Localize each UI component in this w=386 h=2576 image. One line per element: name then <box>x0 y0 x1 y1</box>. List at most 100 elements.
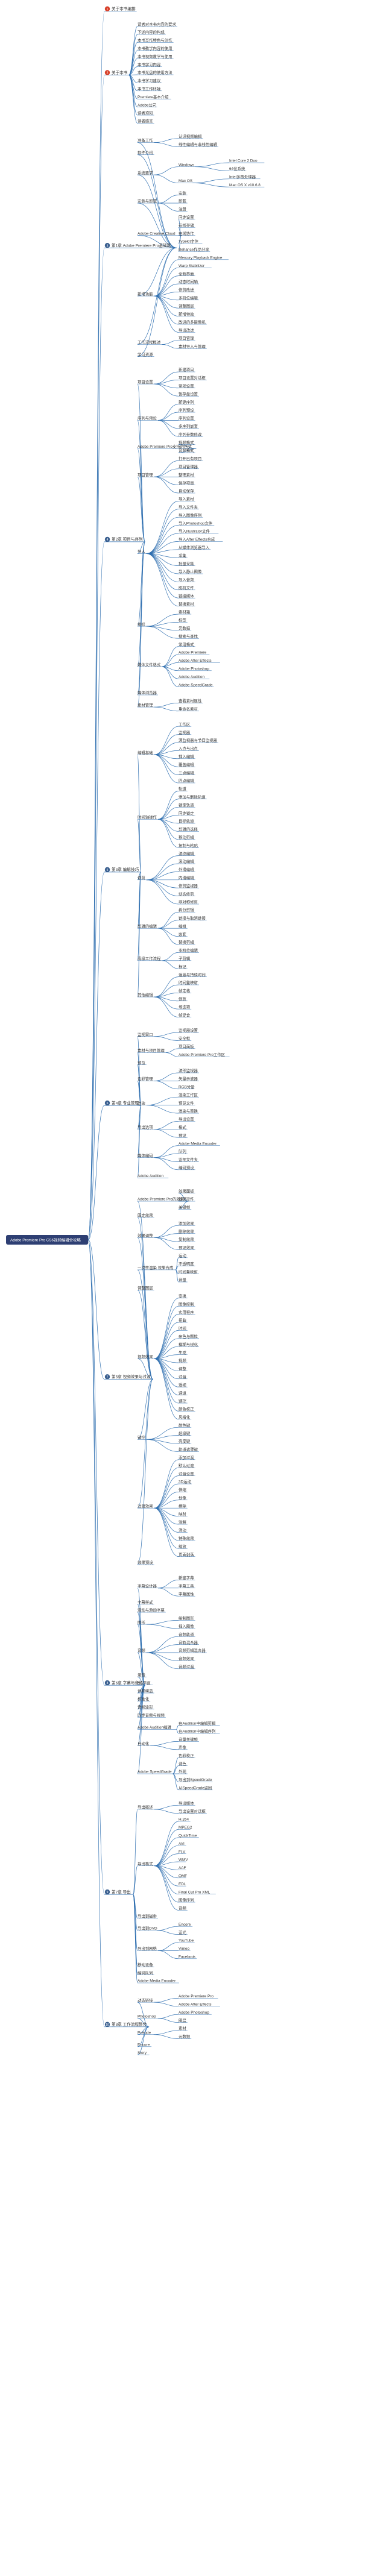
topic-node[interactable]: 多机位编辑 <box>179 295 198 301</box>
topic-node[interactable]: 学习资源 <box>138 351 153 357</box>
topic-node[interactable]: Adobe Photoshop <box>179 667 209 671</box>
topic-node[interactable]: 变换 <box>179 1293 186 1299</box>
topic-node[interactable]: 外观 <box>179 1769 186 1774</box>
topic-node[interactable]: Adobe Creative Cloud <box>138 231 176 236</box>
branch-title[interactable]: 第5章 视频效果与过渡 <box>112 1374 151 1380</box>
branch-title[interactable]: 第2章 项目与序列 <box>112 536 143 542</box>
topic-node[interactable]: WMV <box>179 1858 188 1862</box>
topic-node[interactable]: 音轨混合器 <box>179 1639 198 1645</box>
topic-node[interactable]: RGB分量 <box>179 1084 195 1090</box>
topic-node[interactable]: 音频增益 <box>138 1688 153 1694</box>
topic-node[interactable]: 添加效果 <box>179 1220 194 1226</box>
topic-node[interactable]: 关键帧 <box>179 1204 191 1210</box>
topic-node[interactable]: 暂存盘设置 <box>179 391 198 397</box>
topic-node[interactable]: 编码预设 <box>179 1165 194 1170</box>
topic-node[interactable]: 锁定轨道 <box>179 802 194 808</box>
topic-node[interactable]: 导出到网络 <box>138 1946 157 1951</box>
topic-node[interactable]: Typekit字体 <box>179 239 199 244</box>
topic-node[interactable]: 渲染 <box>138 1100 145 1105</box>
topic-node[interactable]: 调整图层 <box>138 1285 153 1290</box>
topic-node[interactable]: 新增特效 <box>179 311 194 316</box>
topic-node[interactable]: 预设 <box>179 1132 186 1138</box>
topic-node[interactable]: 项目设置对话框 <box>179 375 206 380</box>
topic-node[interactable]: 视频 <box>179 1358 186 1363</box>
topic-node[interactable]: 键控 <box>138 1434 145 1440</box>
topic-node[interactable]: 批量采集 <box>179 561 194 566</box>
topic-node[interactable]: 复制与粘贴 <box>179 843 198 848</box>
topic-node[interactable]: 四点编辑 <box>179 778 194 784</box>
topic-node[interactable]: 入点与出点 <box>179 746 198 751</box>
topic-node[interactable]: 导入文件夹 <box>179 504 198 510</box>
topic-node[interactable]: 导入图像序列 <box>179 512 201 518</box>
topic-node[interactable]: 过渡效果 <box>138 1503 153 1509</box>
topic-node[interactable]: 音频剪辑混合器 <box>179 1648 206 1653</box>
topic-node[interactable]: 项目管理 <box>138 472 153 477</box>
topic-node[interactable]: 渲染工作区 <box>179 1092 198 1098</box>
topic-node[interactable]: 重命名素材 <box>179 706 198 712</box>
topic-node[interactable]: 声像 <box>179 1745 186 1750</box>
topic-node[interactable]: 项目设置 <box>138 379 153 385</box>
topic-node[interactable]: 滚动编辑 <box>179 859 194 864</box>
topic-node[interactable]: FLV <box>179 1850 186 1854</box>
topic-node[interactable]: 效果预设 <box>138 1560 153 1565</box>
topic-node[interactable]: 预览文件 <box>179 1100 194 1105</box>
topic-node[interactable]: 导出设置对话框 <box>179 1808 206 1814</box>
topic-node[interactable]: 导入素材 <box>179 496 194 501</box>
topic-node[interactable]: 内滑编辑 <box>179 875 194 881</box>
topic-node[interactable]: 字幕属性 <box>179 1591 194 1597</box>
topic-node[interactable]: 系统要求 <box>138 170 153 175</box>
topic-node[interactable]: 3D运动 <box>179 1480 192 1484</box>
topic-node[interactable]: 固定效果 <box>138 1213 153 1218</box>
topic-node[interactable]: 帧混合 <box>179 1012 191 1017</box>
topic-node[interactable]: Encore <box>179 1923 191 1927</box>
topic-node[interactable]: 映射 <box>179 1511 186 1516</box>
topic-node[interactable]: 效果面板 <box>179 1188 194 1193</box>
topic-node[interactable]: 项目面板 <box>179 1044 194 1049</box>
branch-title[interactable]: 第6章 字幕与音频 <box>112 1680 143 1685</box>
topic-node[interactable]: 效果调整 <box>138 1233 153 1238</box>
topic-node[interactable]: 素材管理 <box>138 702 153 708</box>
topic-node[interactable]: 剪辑的选择 <box>179 826 198 832</box>
topic-node[interactable]: 安装 <box>179 190 186 195</box>
topic-node[interactable]: 调整图层 <box>179 303 194 309</box>
topic-node[interactable]: 同步音频与视频 <box>138 1712 165 1718</box>
topic-node[interactable]: 音频过渡 <box>179 1664 194 1670</box>
branch-title[interactable]: 第3章 编辑技巧 <box>112 867 139 872</box>
topic-node[interactable]: 软件介绍 <box>138 149 153 155</box>
topic-node[interactable]: 导出概述 <box>138 1805 153 1810</box>
topic-node[interactable]: 预览 <box>138 1060 145 1065</box>
topic-node[interactable]: 序列设置 <box>179 415 194 421</box>
topic-node[interactable]: 伸缩 <box>179 1487 186 1492</box>
topic-node[interactable]: 外滑编辑 <box>179 867 194 872</box>
topic-node[interactable]: 全新界面 <box>179 271 194 276</box>
topic-node[interactable]: 项目管理器 <box>179 464 198 470</box>
topic-node[interactable]: 字幕工具 <box>179 1583 194 1589</box>
topic-node[interactable]: 64位系统 <box>229 166 245 171</box>
topic-node[interactable]: 本书学习建议 <box>138 78 161 83</box>
topic-node[interactable]: Vimeo <box>179 1947 189 1951</box>
topic-node[interactable]: 新增功能 <box>138 291 153 297</box>
topic-node[interactable]: 在Audition中编辑序列 <box>179 1729 215 1734</box>
branch-title[interactable]: 关于本书 <box>112 70 128 75</box>
topic-node[interactable]: 时间 <box>179 1325 186 1331</box>
topic-node[interactable]: 图形 <box>138 1620 145 1625</box>
topic-node[interactable]: 打开已有项目 <box>179 456 201 461</box>
topic-node[interactable]: 过渡 <box>179 1374 186 1380</box>
topic-node[interactable]: 目标轨道 <box>179 818 194 824</box>
topic-node[interactable]: Intel Core 2 Duo <box>229 159 258 163</box>
topic-node[interactable]: 安装与卸载 <box>138 198 157 204</box>
topic-node[interactable]: 添加过渡 <box>179 1455 194 1460</box>
topic-node[interactable]: 不透明度 <box>179 1261 194 1266</box>
topic-node[interactable]: 新建项目 <box>179 367 194 372</box>
topic-node[interactable]: Final Cut Pro XML <box>179 1890 210 1894</box>
topic-node[interactable]: 波形监视器 <box>179 1068 198 1073</box>
topic-node[interactable]: H.264 <box>179 1818 189 1822</box>
topic-node[interactable]: 嵌套 <box>179 931 186 937</box>
topic-node[interactable]: 效果控件 <box>179 1196 194 1202</box>
topic-node[interactable]: 标记 <box>179 964 186 969</box>
topic-node[interactable]: 在线协作 <box>179 230 194 236</box>
topic-node[interactable]: 绘制图形 <box>179 1615 194 1621</box>
topic-node[interactable]: AAF <box>179 1866 186 1870</box>
topic-node[interactable]: 字幕样式 <box>138 1599 153 1604</box>
topic-node[interactable]: 注册 <box>179 206 186 212</box>
